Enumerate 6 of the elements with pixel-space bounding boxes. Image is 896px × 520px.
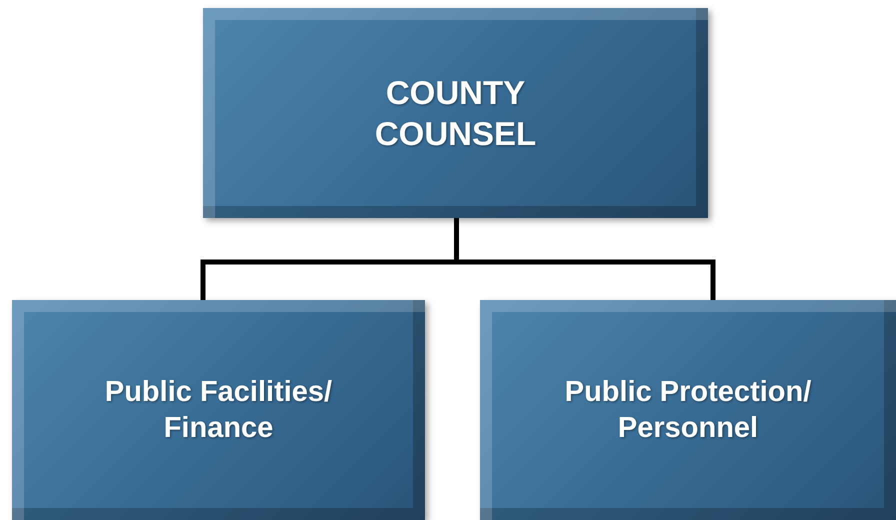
department-box [480,300,896,520]
box-title: COUNTY COUNSEL [374,72,538,154]
box-title: Public Protection/ Personnel [564,374,812,446]
department-box [12,300,425,520]
root-box [203,8,708,218]
box-title: Public Facilities/ Finance [104,374,334,446]
